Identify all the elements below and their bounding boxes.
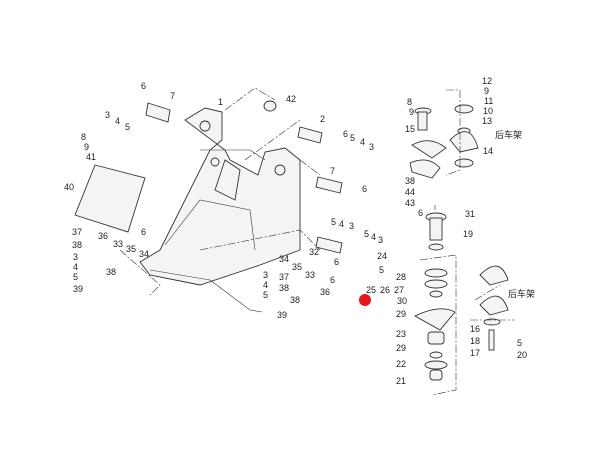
callout-label-7: 7 [330,166,335,176]
callout-label-3: 3 [369,142,374,152]
callout-label-32: 32 [309,247,319,257]
callout-label-37: 37 [279,272,289,282]
callout-label-25: 25 [366,285,376,295]
callout-label-3: 3 [378,235,383,245]
callout-label-2: 2 [320,114,325,124]
hinge-parts [409,104,509,381]
callout-label-5: 5 [331,217,336,227]
callout-label-33: 33 [305,270,315,280]
callout-label-8: 8 [407,97,412,107]
callout-label-21: 21 [396,376,406,386]
callout-label-3: 3 [263,270,268,280]
callout-label-4: 4 [360,137,365,147]
callout-label-13: 13 [482,116,492,126]
callout-label-4: 4 [115,116,120,126]
callout-label-9: 9 [484,86,489,96]
callout-label-40: 40 [64,182,74,192]
rear-frame-label: 后车架 [508,288,535,299]
callout-label-6: 6 [334,257,339,267]
callout-label-34: 34 [139,249,149,259]
callout-label-4: 4 [263,280,268,290]
centerlines [119,87,515,396]
callout-label-33: 33 [113,239,123,249]
callout-label-4: 4 [339,219,344,229]
callout-label-28: 28 [396,272,406,282]
callout-label-6: 6 [362,184,367,194]
callout-label-3: 3 [105,110,110,120]
callout-label-38: 38 [405,176,415,186]
callout-label-24: 24 [377,251,387,261]
callout-label-3: 3 [73,252,78,262]
red-marker-dot [359,294,371,306]
callout-label-5: 5 [263,290,268,300]
callout-label-5: 5 [517,338,522,348]
callout-label-43: 43 [405,198,415,208]
callout-label-38: 38 [72,240,82,250]
callout-label-5: 5 [379,265,384,275]
callout-label-41: 41 [86,152,96,162]
callout-label-5: 5 [364,229,369,239]
callout-label-5: 5 [350,133,355,143]
front-frame [139,107,301,286]
callout-label-39: 39 [73,284,83,294]
callout-label-4: 4 [371,232,376,242]
callout-label-29: 29 [396,309,406,319]
callout-label-10: 10 [483,106,493,116]
callout-label-7: 7 [170,91,175,101]
callout-label-26: 26 [380,285,390,295]
callout-label-6: 6 [141,81,146,91]
callout-label-34: 34 [279,254,289,264]
callout-label-22: 22 [396,359,406,369]
callout-label-36: 36 [98,231,108,241]
callout-label-23: 23 [396,329,406,339]
callout-label-38: 38 [290,295,300,305]
callout-label-15: 15 [405,124,415,134]
callout-label-6: 6 [141,227,146,237]
callout-label-38: 38 [279,283,289,293]
callout-label-35: 35 [292,262,302,272]
callout-label-36: 36 [320,287,330,297]
callout-label-18: 18 [470,336,480,346]
callout-label-35: 35 [126,244,136,254]
callout-label-37: 37 [72,227,82,237]
callout-label-6: 6 [418,208,423,218]
callout-label-11: 11 [484,96,493,106]
callout-label-39: 39 [277,310,287,320]
callout-label-17: 17 [470,348,480,358]
callout-label-12: 12 [482,76,492,86]
callout-label-6: 6 [343,129,348,139]
callout-label-31: 31 [465,209,475,219]
callout-label-27: 27 [394,285,404,295]
callout-label-29: 29 [396,343,406,353]
callout-label-5: 5 [125,122,130,132]
callout-label-44: 44 [405,187,415,197]
cover-plate [74,164,146,233]
callout-label-3: 3 [349,221,354,231]
callout-label-9: 9 [409,107,414,117]
callout-label-1: 1 [218,97,223,107]
callout-label-30: 30 [397,296,407,306]
callout-label-20: 20 [517,350,527,360]
callout-label-5: 5 [73,272,78,282]
callout-label-42: 42 [286,94,296,104]
callout-label-8: 8 [81,132,86,142]
callout-label-38: 38 [106,267,116,277]
callout-label-9: 9 [84,142,89,152]
callout-label-16: 16 [470,324,480,334]
callout-label-4: 4 [73,262,78,272]
callout-label-14: 14 [483,146,493,156]
callout-label-19: 19 [463,229,473,239]
callout-label-6: 6 [330,275,335,285]
rear-frame-label: 后车架 [495,129,522,140]
pins [145,100,343,254]
